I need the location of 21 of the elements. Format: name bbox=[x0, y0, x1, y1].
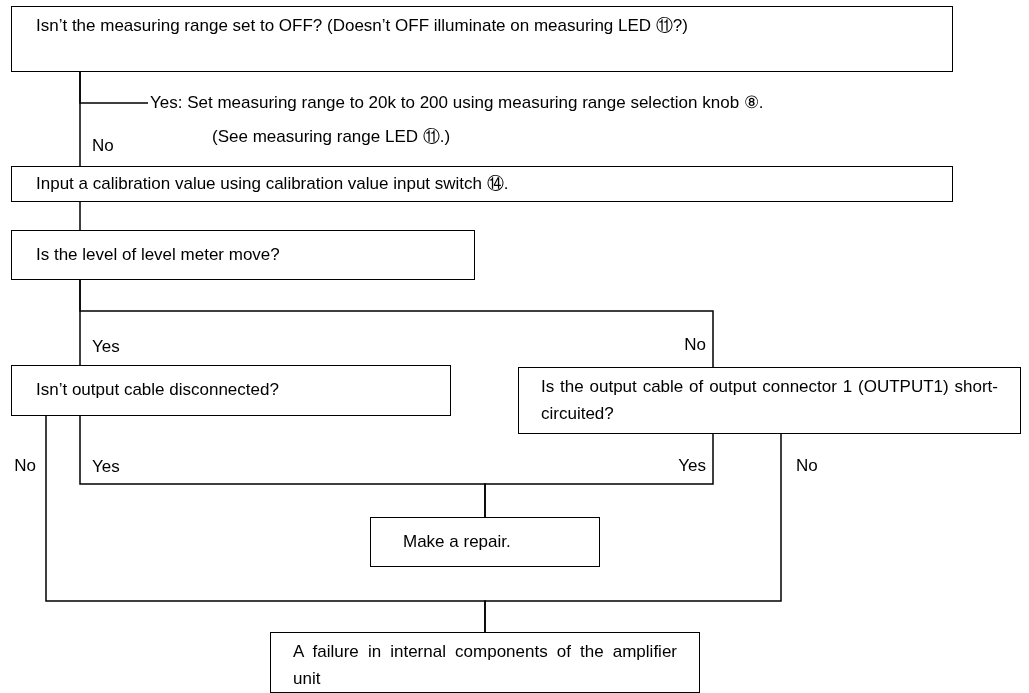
connector-line bbox=[79, 279, 714, 368]
process-box: Is the level of level meter move? bbox=[11, 230, 475, 280]
process-box: A failure in internal components of the amplifier unit bbox=[270, 632, 700, 693]
process-box: Isn’t the measuring range set to OFF? (Doesn’t OFF illuminate on measuring LED ⑪?) bbox=[11, 6, 953, 72]
edge-label: Yes bbox=[678, 456, 706, 476]
edge-label: No bbox=[796, 456, 818, 476]
edge-label: No bbox=[14, 456, 36, 476]
process-box: Is the output cable of output connector 1 (OUTPUT1) short- circuited? bbox=[518, 367, 1021, 434]
connector-line bbox=[484, 433, 714, 518]
edge-label: Yes bbox=[92, 337, 120, 357]
note-text: Yes: Set measuring range to 20k to 200 using measuring range selection knob ⑧. bbox=[150, 92, 764, 114]
process-box: Isn’t output cable disconnected? bbox=[11, 365, 451, 416]
edge-label: Yes bbox=[92, 457, 120, 477]
note-text: (See measuring range LED ⑪.) bbox=[212, 126, 451, 148]
connector-line bbox=[79, 201, 81, 231]
edge-label: No bbox=[684, 335, 706, 355]
process-box: Make a repair. bbox=[370, 517, 600, 567]
connector-line bbox=[484, 433, 782, 633]
process-box: Input a calibration value using calibration value input switch ⑭. bbox=[11, 166, 953, 202]
connector-line bbox=[79, 71, 81, 167]
edge-label: No bbox=[92, 136, 114, 156]
